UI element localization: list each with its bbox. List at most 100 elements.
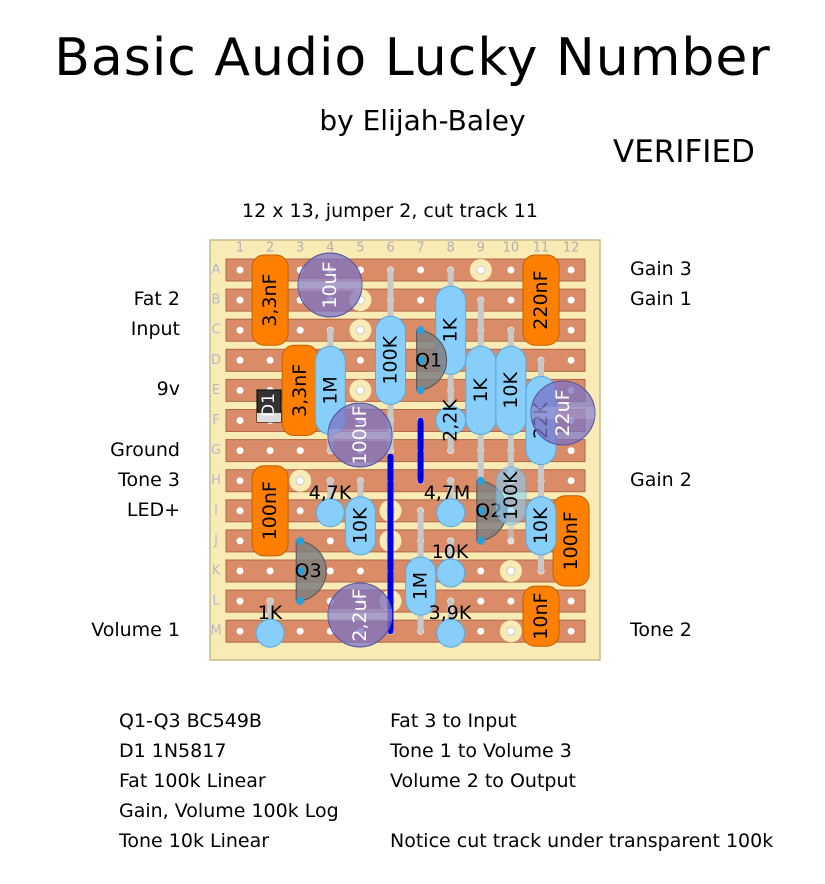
resistor-value: 1K <box>258 602 283 624</box>
electrolytic-capacitor-e2u2 <box>327 582 393 648</box>
strip-hole <box>236 597 244 605</box>
transistor-pin <box>476 506 485 515</box>
capacitor-value: 100uF <box>349 405 371 464</box>
note: Fat 100k Linear <box>119 770 266 792</box>
transistor-label: Q1 <box>415 349 442 371</box>
row-letter: M <box>210 624 221 639</box>
resistor-value: 10K <box>530 507 552 544</box>
strip-hole <box>507 266 515 274</box>
strip-hole <box>296 326 304 334</box>
column-number: 8 <box>447 241 455 256</box>
resistor-value: 10K <box>349 507 371 544</box>
resistor-r1m_b <box>405 507 437 635</box>
strip-hole <box>236 386 244 394</box>
cut-track-hole <box>506 566 516 576</box>
cut-track-hole <box>295 476 305 486</box>
film-capacitor-c220n <box>522 254 560 346</box>
copper-strip <box>225 439 586 463</box>
author: by Elijah-Baley <box>319 104 526 137</box>
resistor-value: 100K <box>380 335 402 384</box>
capacitor-value: 10nF <box>530 593 552 640</box>
resistor-r10k_b <box>344 477 376 556</box>
left-connection-label: LED+ <box>126 498 180 521</box>
row-letter: G <box>211 443 221 458</box>
cut-track-hole <box>355 385 365 395</box>
resistor-value: 4,7K <box>309 482 352 504</box>
resistor-body <box>375 315 406 405</box>
strip-hole <box>236 266 244 274</box>
resistor-r10k_d <box>436 558 466 588</box>
strip-hole <box>567 326 575 334</box>
strip-hole <box>356 356 364 364</box>
right-connection-label: Gain 1 <box>630 288 692 311</box>
row-letter: I <box>214 503 218 518</box>
strip-hole <box>567 627 575 635</box>
strip-hole <box>266 567 274 575</box>
note: Fat 3 to Input <box>390 710 517 732</box>
resistor-value: 100K <box>500 471 522 520</box>
transistor-pin <box>296 537 305 545</box>
row-letter: A <box>212 263 221 278</box>
column-number: 6 <box>386 241 394 256</box>
transistor-pin <box>476 476 485 485</box>
capacitor-value: 3,3nF <box>289 364 311 417</box>
row-letter: L <box>212 594 220 609</box>
column-number: 4 <box>326 241 334 256</box>
strip-hole <box>296 627 304 635</box>
note: Tone 1 to Volume 3 <box>390 740 572 762</box>
strip-hole <box>266 447 274 455</box>
row-letter: B <box>212 293 221 308</box>
capacitor-stripe <box>328 429 392 441</box>
resistor-value: 4,7M <box>424 482 471 504</box>
cut-track-hole <box>476 265 486 275</box>
resistor-value: 2,2K <box>440 399 462 442</box>
resistor-r4k7 <box>315 498 345 528</box>
resistor-r100k_b <box>495 447 527 544</box>
note: Gain, Volume 100k Log <box>119 800 339 822</box>
strip-hole <box>326 567 334 575</box>
row-letter: D <box>211 353 221 368</box>
strip-hole <box>236 507 244 515</box>
left-connection-label: Ground <box>110 438 180 461</box>
column-number: 1 <box>236 241 244 256</box>
transistor-pin <box>416 386 425 395</box>
transistor-pin <box>416 326 425 335</box>
note: Notice cut track under transparent 100k <box>390 830 774 852</box>
column-number: 12 <box>563 241 580 256</box>
resistor-r4m7 <box>436 498 466 528</box>
strip-hole <box>326 537 334 545</box>
row-letter: J <box>213 533 218 548</box>
capacitor-value: 2,2uF <box>349 588 371 641</box>
capacitor-value: 22uF <box>552 389 574 436</box>
strip-hole <box>567 296 575 304</box>
strip-hole <box>236 567 244 575</box>
strip-hole <box>236 447 244 455</box>
copper-strip <box>225 619 586 643</box>
strip-hole <box>567 356 575 364</box>
strip-hole <box>236 356 244 364</box>
column-number: 2 <box>266 241 274 256</box>
column-number: 10 <box>503 241 520 256</box>
strip-hole <box>567 477 575 485</box>
cut-track-hole <box>355 325 365 335</box>
strip-hole <box>507 296 515 304</box>
strip-hole <box>417 266 425 274</box>
strip-hole <box>507 597 515 605</box>
transistor-label: Q3 <box>295 560 322 582</box>
strip-hole <box>236 417 244 424</box>
resistor-value: 1M <box>319 376 341 404</box>
electrolytic-capacitor-e100u <box>327 402 393 468</box>
resistor-body <box>495 466 527 526</box>
strip-hole <box>236 477 244 485</box>
column-number: 7 <box>416 241 424 256</box>
strip-hole <box>296 507 304 515</box>
resistor-r1k_c <box>255 618 285 648</box>
strip-hole <box>296 447 304 455</box>
strip-hole <box>356 567 364 575</box>
board-info: 12 x 13, jumper 2, cut track 11 <box>242 200 538 222</box>
capacitor-value: 3,3nF <box>259 274 281 327</box>
strip-hole <box>477 627 485 635</box>
note: Q1-Q3 BC549B <box>119 710 262 732</box>
strip-hole <box>567 597 575 605</box>
resistor-value: 1K <box>470 378 492 403</box>
